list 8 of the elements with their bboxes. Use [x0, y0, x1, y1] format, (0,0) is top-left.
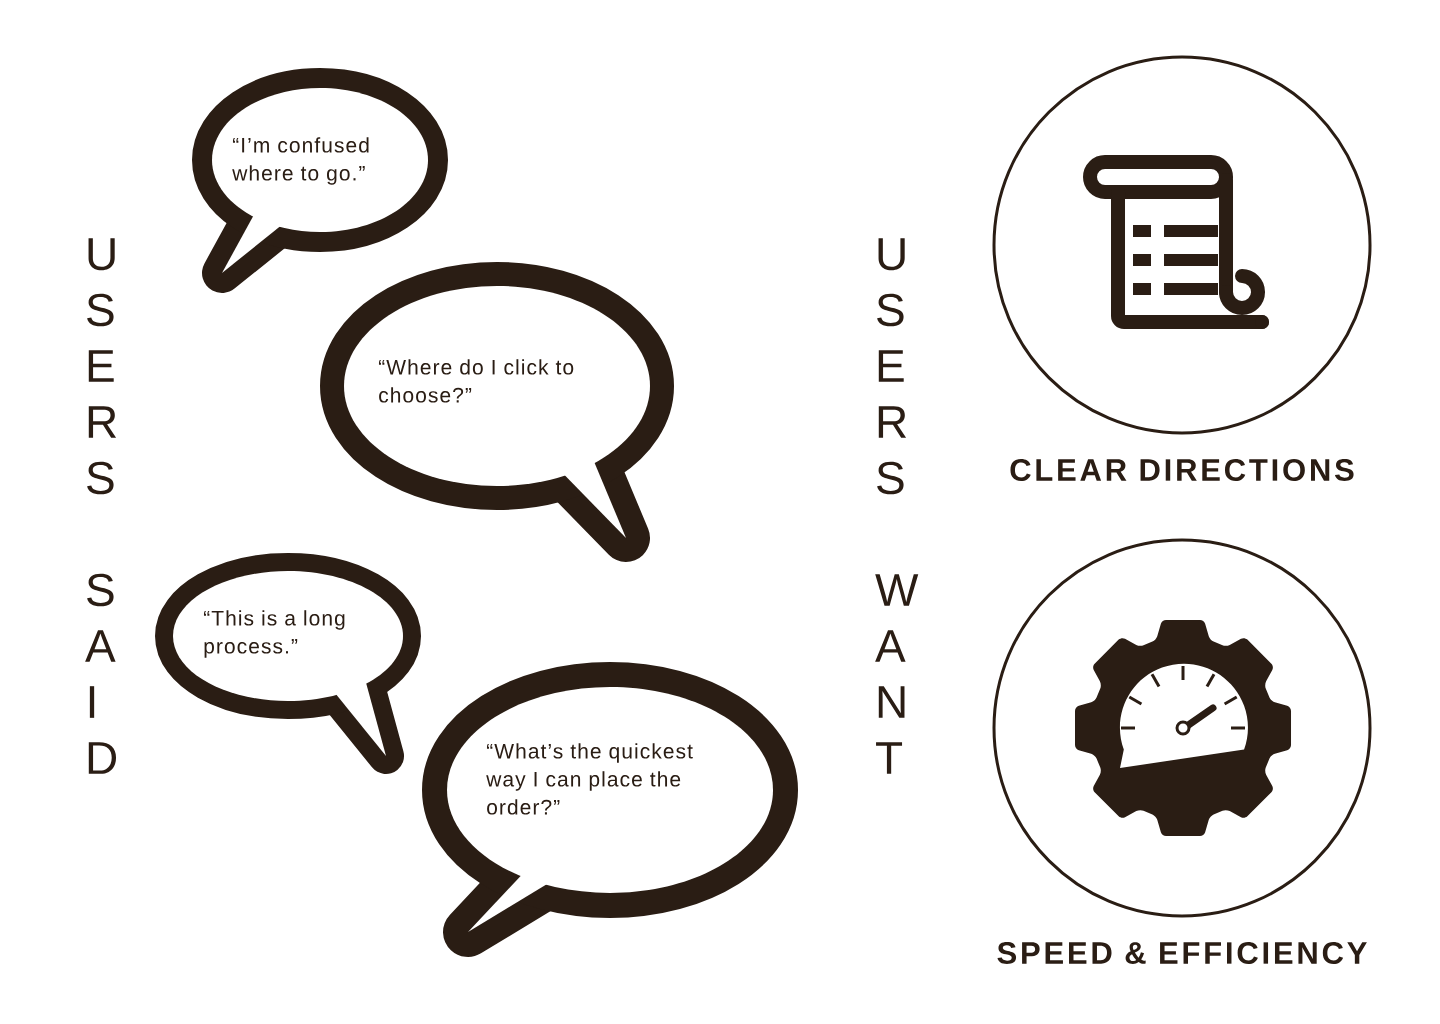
heading: SPEED & EFFICIENCY	[997, 942, 1367, 964]
vertical-heading: USERS SAID	[85, 238, 117, 774]
speech-bubble: “Where do I click to choose?”	[320, 262, 674, 562]
speech-bubble: “What’s the quickest way I can place the order?”	[422, 662, 798, 957]
heading: CLEAR DIRECTIONS	[1010, 459, 1354, 481]
speech-bubble: “This is a long process.”	[155, 553, 421, 774]
speech-bubble: “I’m confused where to go.”	[192, 68, 448, 293]
vertical-heading: USERS WANT	[875, 238, 919, 774]
